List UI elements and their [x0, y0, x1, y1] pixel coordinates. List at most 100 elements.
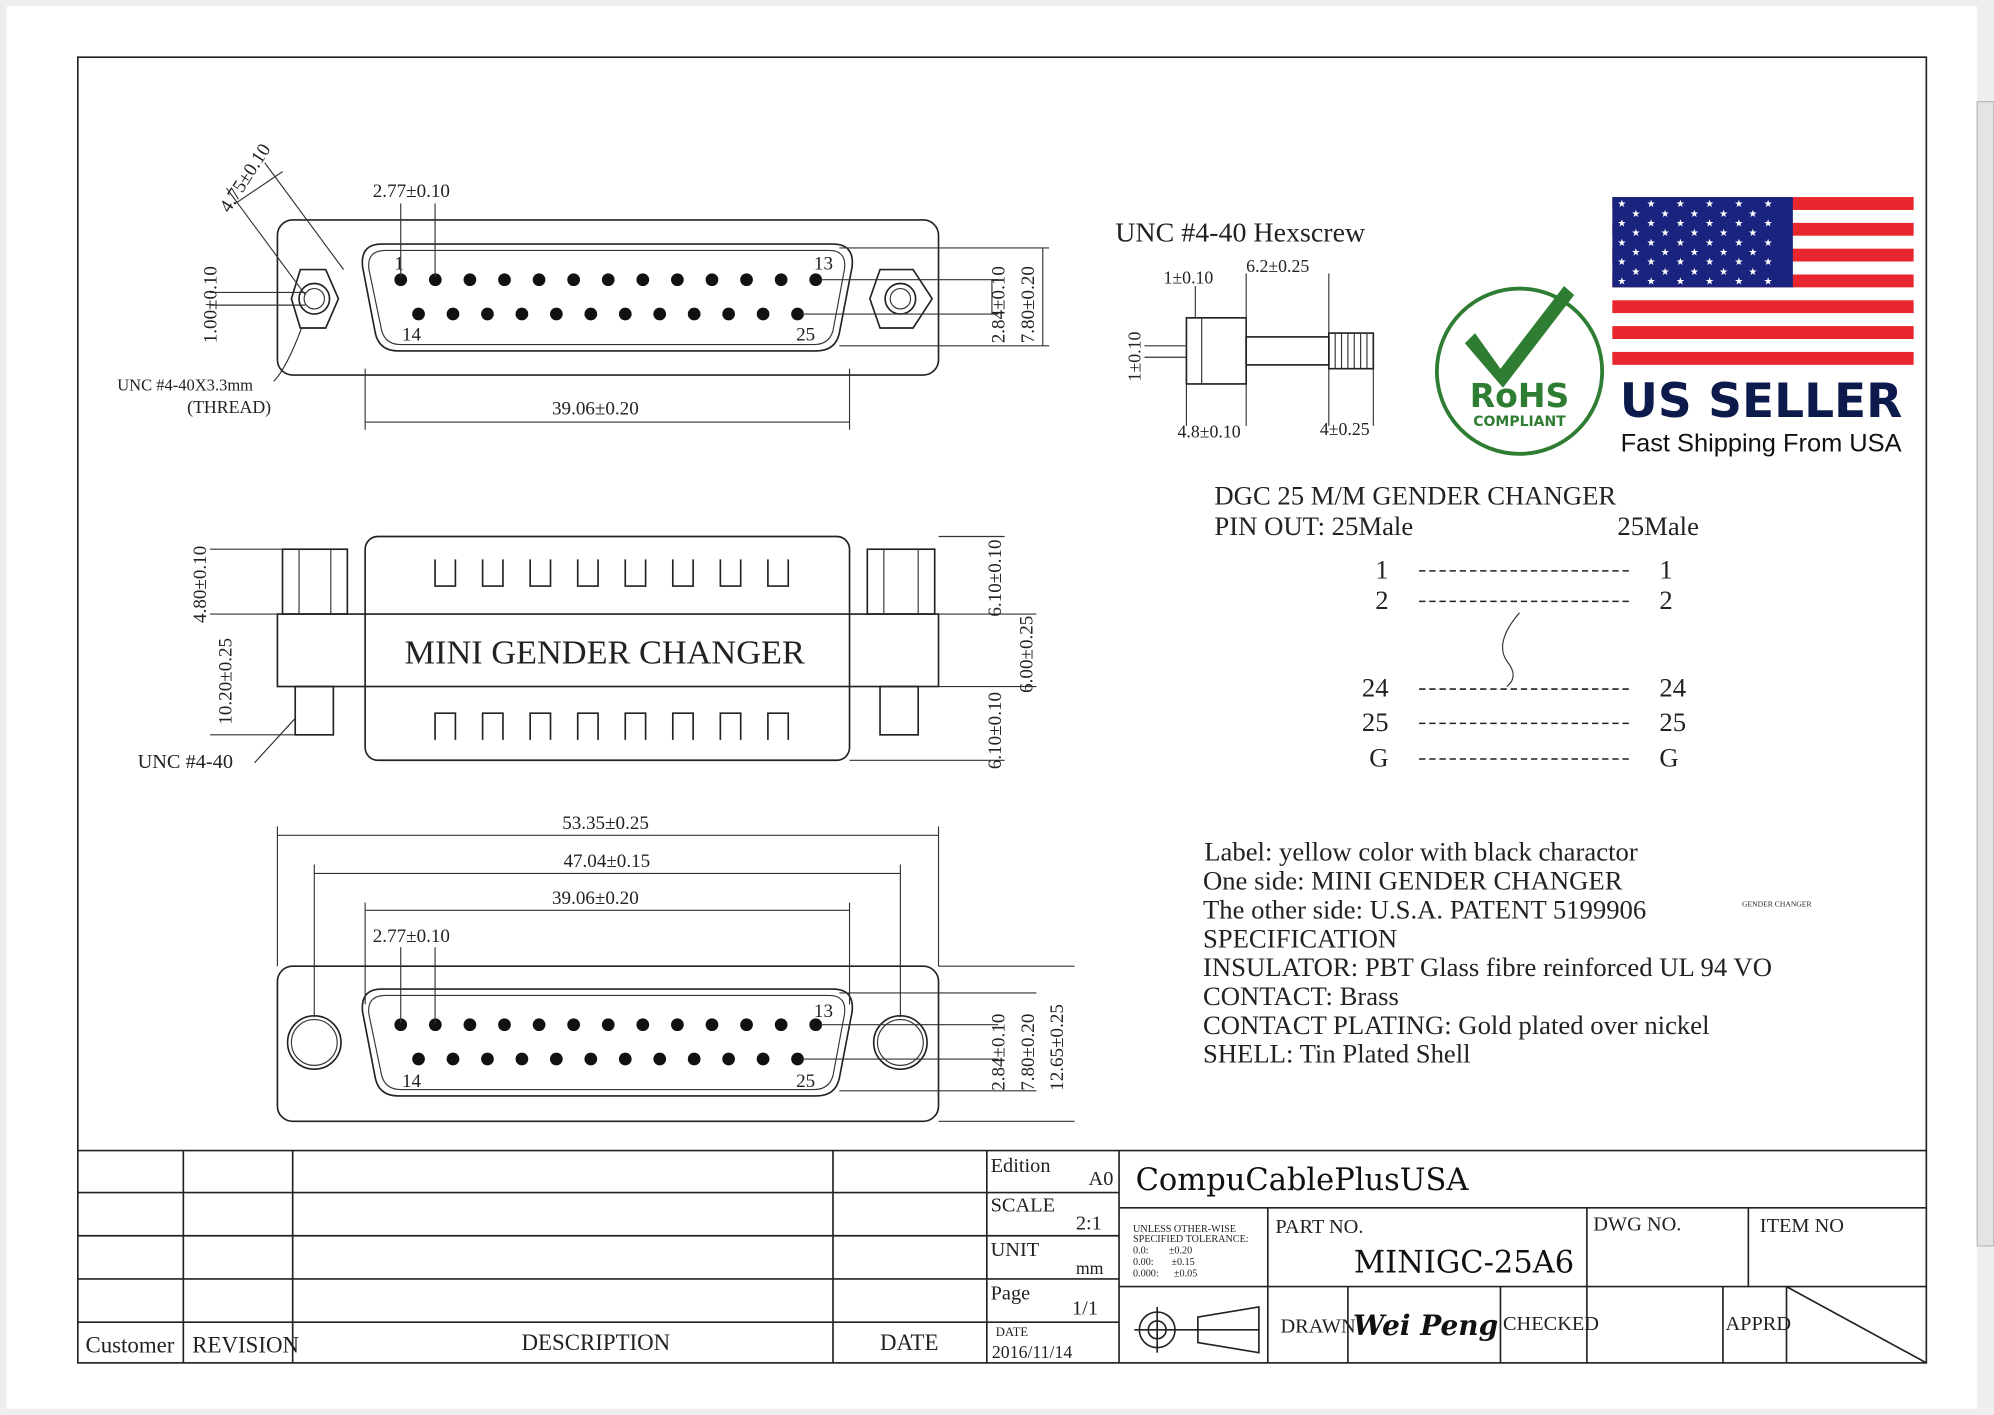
rohs-badge: RoHS COMPLIANT: [1434, 286, 1605, 456]
spec-line: SHELL: Tin Plated Shell: [1203, 1039, 1471, 1069]
svg-text:2.77±0.10: 2.77±0.10: [373, 181, 450, 202]
svg-text:2.84±0.10: 2.84±0.10: [989, 266, 1010, 343]
svg-text:1: 1: [394, 254, 404, 275]
contact-slot: [434, 712, 457, 740]
contact-slot: [671, 712, 694, 740]
star-icon: ★: [1617, 238, 1626, 249]
svg-text:2.77±0.10: 2.77±0.10: [373, 926, 450, 947]
star-icon: ★: [1705, 238, 1714, 249]
pin: [774, 1018, 788, 1032]
star-icon: ★: [1719, 248, 1728, 259]
pinout-right: 2: [1659, 585, 1672, 615]
star-icon: ★: [1734, 238, 1743, 249]
svg-text:2:1: 2:1: [1076, 1212, 1102, 1234]
spec-line: CONTACT: Brass: [1203, 981, 1399, 1011]
contact-slot: [624, 559, 647, 587]
star-icon: ★: [1661, 248, 1670, 259]
contact-slot: [576, 712, 599, 740]
star-icon: ★: [1705, 277, 1714, 288]
star-icon: ★: [1705, 257, 1714, 268]
title-block-text: Customer REVISION DESCRIPTION DATE Editi…: [85, 1155, 1843, 1362]
hexnut-right: [868, 268, 934, 329]
svg-text:1±0.10: 1±0.10: [1164, 268, 1214, 288]
svg-text:REVISION: REVISION: [192, 1333, 299, 1358]
specification: Label: yellow color with black charactor…: [1203, 837, 1772, 1069]
flag-canton: [1612, 197, 1793, 288]
pin: [394, 1018, 408, 1032]
svg-text:DESCRIPTION: DESCRIPTION: [522, 1330, 671, 1355]
svg-text:1±0.10: 1±0.10: [1125, 332, 1145, 382]
contact-slot: [767, 712, 790, 740]
svg-text:13: 13: [814, 254, 833, 275]
star-icon: ★: [1719, 228, 1728, 239]
svg-text:ITEM NO: ITEM NO: [1760, 1215, 1844, 1237]
svg-text:6.10±0.10: 6.10±0.10: [985, 539, 1006, 616]
spec-line: One side: MINI GENDER CHANGER: [1203, 866, 1623, 896]
pin: [532, 273, 546, 287]
pin: [532, 1018, 546, 1032]
svg-text:47.04±0.15: 47.04±0.15: [563, 851, 650, 872]
svg-text:mm: mm: [1076, 1258, 1104, 1278]
star-icon: ★: [1647, 199, 1656, 210]
svg-text:SCALE: SCALE: [991, 1195, 1055, 1217]
contact-slot: [529, 559, 552, 587]
star-icon: ★: [1617, 199, 1626, 210]
star-icon: ★: [1676, 257, 1685, 268]
checkmark-icon: [1464, 286, 1575, 388]
svg-text:(THREAD): (THREAD): [187, 397, 271, 418]
svg-text:DRAWN: DRAWN: [1281, 1315, 1356, 1337]
pin: [740, 1018, 753, 1032]
pin: [705, 273, 719, 287]
bottom-view: 53.35±0.25 47.04±0.15 39.06±0.20 2.77±0.…: [276, 813, 1075, 1123]
svg-text:CompuCablePlusUSA: CompuCablePlusUSA: [1136, 1163, 1470, 1198]
flag-stripe: [1612, 287, 1914, 301]
pinout-right: 25: [1659, 707, 1686, 737]
star-icon: ★: [1631, 248, 1640, 259]
star-icon: ★: [1719, 267, 1728, 278]
svg-text:12.65±0.25: 12.65±0.25: [1047, 1004, 1068, 1091]
svg-text:4±0.25: 4±0.25: [1320, 419, 1370, 439]
svg-text:UNC #4-40X3.3mm: UNC #4-40X3.3mm: [117, 375, 253, 394]
svg-text:Customer: Customer: [85, 1333, 174, 1358]
svg-text:4.80±0.10: 4.80±0.10: [190, 546, 211, 623]
star-icon: ★: [1734, 257, 1743, 268]
pinout-left: G: [1369, 743, 1388, 773]
hexscrew-drawing: UNC #4-40 Hexscrew 1±0.10 6.2±0.25 1±0.1…: [1115, 218, 1375, 441]
pin: [740, 273, 753, 287]
pinout-table: DGC 25 M/M GENDER CHANGER PIN OUT: 25Mal…: [1214, 481, 1699, 773]
svg-text:UNC #4-40 Hexscrew: UNC #4-40 Hexscrew: [1115, 218, 1366, 249]
pin: [756, 307, 770, 321]
svg-text:4.8±0.10: 4.8±0.10: [1178, 421, 1241, 441]
star-icon: ★: [1631, 228, 1640, 239]
pin: [705, 1018, 719, 1032]
svg-text:2016/11/14: 2016/11/14: [992, 1342, 1072, 1362]
star-icon: ★: [1764, 277, 1773, 288]
drawing-frame: [76, 56, 1928, 1364]
flag-stripe: [1612, 300, 1914, 314]
pin: [549, 1052, 563, 1066]
star-icon: ★: [1690, 248, 1699, 259]
pin: [618, 307, 632, 321]
star-icon: ★: [1661, 267, 1670, 278]
pin: [809, 273, 823, 287]
svg-text:14: 14: [402, 325, 422, 346]
svg-text:0.0: ±0.20: 0.0: ±0.20: [1133, 1246, 1192, 1257]
svg-text:53.35±0.25: 53.35±0.25: [562, 813, 649, 834]
svg-text:PIN OUT: 25Male: PIN OUT: 25Male: [1214, 511, 1413, 541]
star-icon: ★: [1661, 228, 1670, 239]
svg-text:UNLESS OTHER-WISE: UNLESS OTHER-WISE: [1133, 1224, 1236, 1235]
star-icon: ★: [1719, 209, 1728, 220]
spec-line: Label: yellow color with black charactor: [1204, 837, 1638, 867]
svg-text:SPECIFIED TOLERANCE:: SPECIFIED TOLERANCE:: [1133, 1234, 1249, 1245]
svg-text:APPRD: APPRD: [1725, 1313, 1791, 1335]
svg-text:0.00: ±0.15: 0.00: ±0.15: [1133, 1257, 1195, 1268]
pin: [549, 307, 563, 321]
svg-text:1.00±0.10: 1.00±0.10: [200, 266, 221, 343]
svg-text:DATE: DATE: [880, 1330, 938, 1355]
svg-text:25: 25: [796, 325, 815, 346]
star-icon: ★: [1676, 277, 1685, 288]
contact-slot: [624, 712, 647, 740]
pinout-left: 1: [1375, 554, 1388, 584]
svg-text:Edition: Edition: [991, 1155, 1051, 1177]
pin: [428, 1018, 442, 1032]
